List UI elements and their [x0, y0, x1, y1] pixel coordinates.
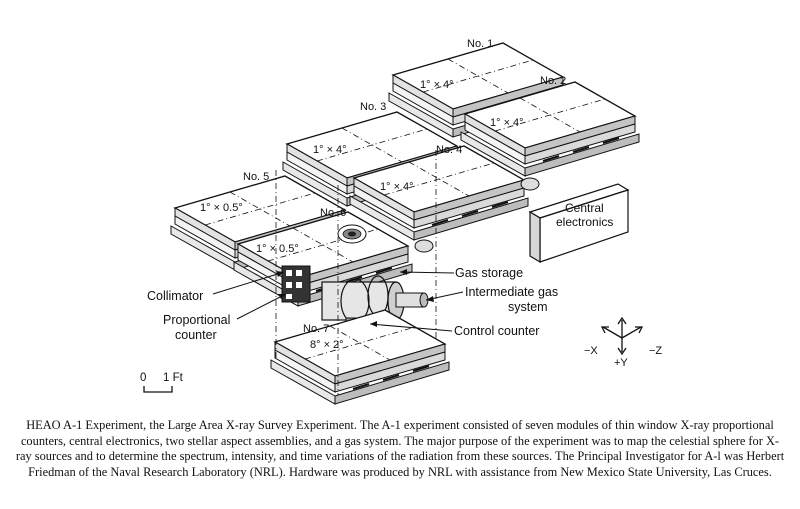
figure-caption: HEAO A-1 Experiment, the Large Area X-ra…	[15, 418, 785, 479]
module-4-fov: 1° × 4°	[380, 181, 414, 193]
module-4: No. 4 1° × 4°	[349, 144, 529, 241]
central-electronics: Central electronics	[528, 183, 630, 264]
module-2-fov: 1° × 4°	[490, 117, 524, 129]
scale-bar: 0 1 Ft	[140, 372, 184, 393]
module-3-fov: 1° × 4°	[313, 144, 347, 156]
module-5-fov: 1° × 0.5°	[200, 202, 243, 214]
collimator-label: Collimator	[147, 289, 203, 303]
proportional-counter-label-2: counter	[175, 328, 217, 342]
callouts: Gas storage Intermediate gas system Cont…	[147, 266, 558, 342]
control-counter-label: Control counter	[454, 324, 539, 338]
scale-zero-label: 0	[140, 372, 146, 384]
central-electronics-label-2: electronics	[556, 215, 613, 229]
module-2: No. 2 1° × 4°	[460, 75, 640, 177]
module-2-number: No. 2	[540, 75, 566, 87]
module-1: No. 1 1° × 4°	[388, 38, 568, 138]
module-7-number: No. 7	[303, 323, 329, 335]
proportional-counter-label-1: Proportional	[163, 313, 230, 327]
central-electronics-label-1: Central	[565, 201, 604, 215]
gas-storage-label: Gas storage	[455, 266, 523, 280]
module-4-number: No. 4	[436, 144, 462, 156]
connector-cylinders	[414, 177, 540, 253]
heao-a1-diagram: No. 1 1° × 4° No. 2 1° × 4° No. 3 1° × 4…	[140, 38, 662, 405]
scale-one-ft-label: 1 Ft	[163, 372, 184, 384]
axis-neg-x-label: −X	[584, 345, 598, 357]
axes-indicator	[600, 316, 644, 356]
module-7: No. 7 8° × 2°	[270, 309, 450, 405]
axis-pos-y-label: +Y	[614, 357, 628, 369]
module-5: No. 5 1° × 0.5°	[170, 171, 350, 271]
intermediate-gas-label-2: system	[508, 300, 548, 314]
module-5-number: No. 5	[243, 171, 269, 183]
axis-neg-z-label: −Z	[649, 345, 662, 357]
module-1-fov: 1° × 4°	[420, 79, 454, 91]
module-6-number: No. 6	[320, 207, 346, 219]
collimator-detail	[281, 265, 311, 303]
alignment-lines	[275, 150, 437, 395]
module-1-number: No. 1	[467, 38, 493, 50]
module-3: No. 3 1° × 4°	[282, 101, 462, 207]
module-7-fov: 8° × 2°	[310, 339, 344, 351]
module-6-fov: 1° × 0.5°	[256, 243, 299, 255]
intermediate-gas-label-1: Intermediate gas	[465, 285, 558, 299]
module-3-number: No. 3	[360, 101, 386, 113]
